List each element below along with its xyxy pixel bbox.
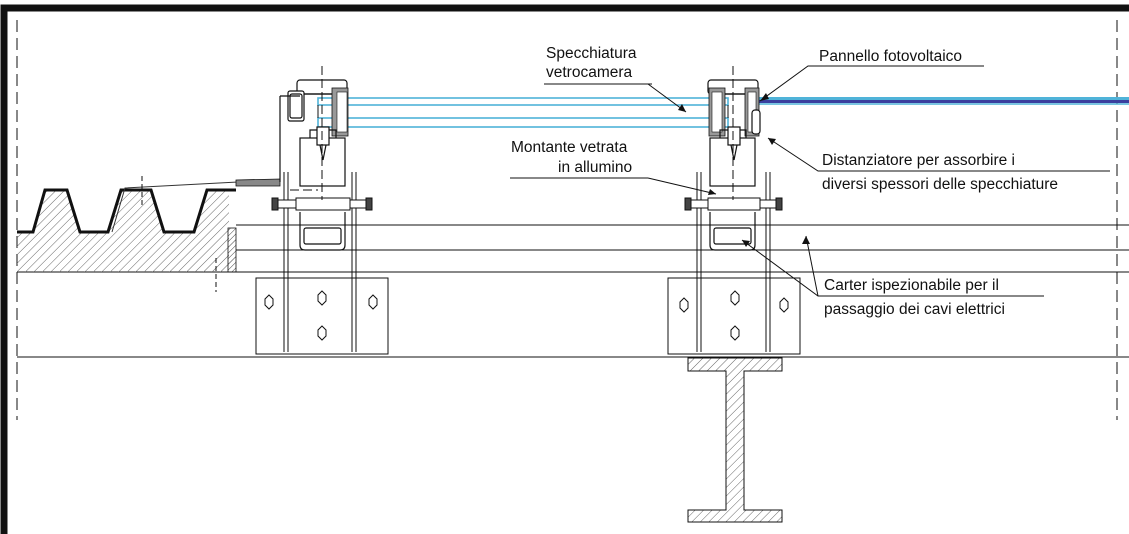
label-specchiatura-2: vetrocamera [546, 64, 633, 81]
pv-panel [746, 97, 1129, 105]
label-underlines [822, 170, 1110, 297]
label-montante-1: Montante vetrata [511, 139, 628, 156]
steel-i-beam [687, 357, 783, 523]
label-specchiatura-1: Specchiatura [546, 45, 637, 62]
base-plate-right [667, 277, 801, 355]
label-pannello-fotovoltaico: Pannello fotovoltaico [819, 48, 962, 65]
label-carter-2: passaggio dei cavi elettrici [824, 301, 1005, 318]
drawing-frame [0, 4, 1129, 534]
horizontal-bolts [271, 197, 783, 211]
label-montante-2: in allumino [558, 159, 632, 176]
trapezoidal-roof-sheet [17, 176, 281, 292]
axis-lines [290, 66, 734, 200]
threaded-rods [283, 172, 771, 352]
glass-panel [317, 97, 729, 128]
label-distanziatore-1: Distanziatore per assorbire i [822, 152, 1015, 169]
label-distanziatore-2: diversi spessori delle specchiature [822, 176, 1058, 193]
leader-arrowheads [678, 93, 810, 247]
label-carter-1: Carter ispezionabile per il [824, 277, 999, 294]
base-plate-left [255, 277, 389, 355]
